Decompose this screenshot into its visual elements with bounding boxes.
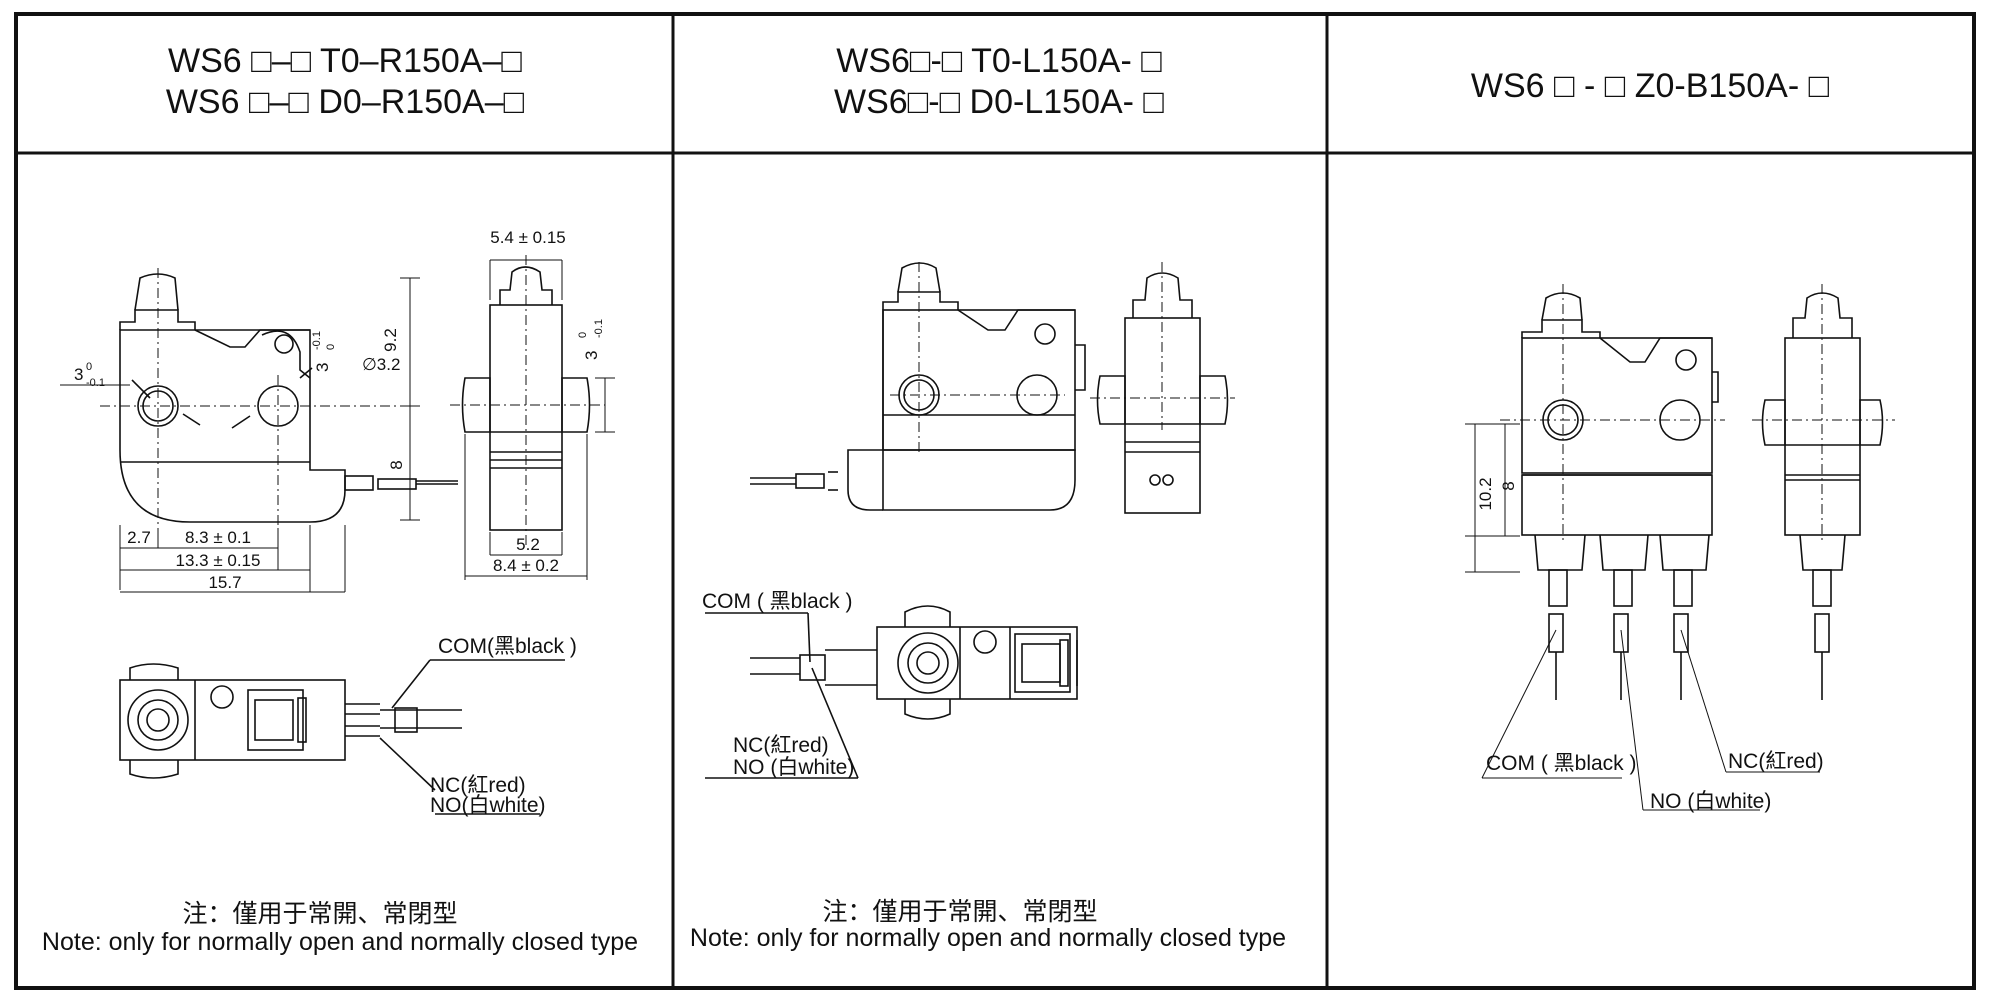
panel-1-side-view xyxy=(450,255,605,545)
dim-8-3: 8.3 ± 0.1 xyxy=(185,528,251,547)
panel-3-dimensions xyxy=(1465,423,1520,573)
header-panel-2: WS6□-□ T0-L150A- □ WS6□-□ D0-L150A- □ xyxy=(834,42,1164,121)
dim-tol-mid-3: 3 xyxy=(313,363,332,372)
dim-8-4: 8.4 ± 0.2 xyxy=(493,556,559,575)
panel-1-wire-nc: NC(紅red) xyxy=(430,774,526,797)
panel-2-side-view xyxy=(1090,262,1235,514)
dim-tol-left-sup: 0 xyxy=(86,361,92,373)
panel-1-wire-no: NO(白white) xyxy=(430,794,546,817)
header-panel-3: WS6 □ - □ Z0-B150A- □ xyxy=(1471,67,1830,105)
panel-3-leaders xyxy=(1481,629,1820,811)
panel-1-wire-com: COM(黑black ) xyxy=(438,635,577,658)
dim-tol-right-sup: 0 xyxy=(577,332,589,338)
panel-2-wire-com: COM ( 黑black ) xyxy=(702,590,853,613)
dim-tol-right-3: 3 xyxy=(582,351,601,360)
header-panel-1: WS6 □–□ T0–R150A–□ WS6 □–□ D0–R150A–□ xyxy=(166,42,525,121)
panel-1-dimensions xyxy=(60,259,615,593)
panel-2-title-line-2: WS6□-□ D0-L150A- □ xyxy=(834,83,1164,121)
dim-tol-left-sub: -0.1 xyxy=(86,377,105,389)
panel-3-wire-nc: NC(紅red) xyxy=(1728,750,1824,773)
panel-1-note-cn: 注：僅用于常開、常閉型 xyxy=(182,900,457,928)
panel-2-title-line-1: WS6□-□ T0-L150A- □ xyxy=(836,42,1162,80)
dim-13-3: 13.3 ± 0.15 xyxy=(176,551,261,570)
panel-1-drawing xyxy=(60,255,615,815)
panel-2-note-cn: 注：僅用于常開、常閉型 xyxy=(822,898,1097,926)
panel-3-side-view xyxy=(1752,284,1895,700)
dim-10-2: 10.2 xyxy=(1476,477,1495,510)
dim-5-2: 5.2 xyxy=(516,535,540,554)
panel-2-labels: COM ( 黑black ) NC(紅red) NO (白white) 注：僅用… xyxy=(690,590,1286,952)
panel-1-title-line-2: WS6 □–□ D0–R150A–□ xyxy=(166,83,525,121)
dim-15-7: 15.7 xyxy=(208,573,241,592)
panel-1-front-view xyxy=(100,268,458,528)
dim-hole-dia: ∅3.2 xyxy=(362,355,400,374)
panel-2-wire-nc: NC(紅red) xyxy=(733,734,829,757)
dim-2-7: 2.7 xyxy=(127,528,151,547)
panel-3-drawing xyxy=(1465,284,1895,811)
panel-1-bottom-view xyxy=(119,659,565,815)
panel-3-title: WS6 □ - □ Z0-B150A- □ xyxy=(1471,67,1830,105)
panel-2-bottom-view xyxy=(705,605,1078,779)
panel-1-title-line-1: WS6 □–□ T0–R150A–□ xyxy=(168,42,522,80)
panel-3-wire-com: COM ( 黑black ) xyxy=(1486,752,1637,775)
dim-9-2: 9.2 xyxy=(381,328,400,352)
dim-tol-left-3: 3 xyxy=(74,365,83,384)
panel-3-front-view xyxy=(1500,284,1725,700)
dim-tol-mid-sub: 0 xyxy=(325,344,337,350)
panel-2-front-view xyxy=(750,262,1086,511)
frame xyxy=(14,12,1976,990)
dim-8-panel-3: 8 xyxy=(1499,481,1518,490)
dim-8: 8 xyxy=(387,460,406,469)
panel-2-wire-no: NO (白white) xyxy=(733,756,854,779)
panel-3-wire-no: NO (白white) xyxy=(1650,790,1771,813)
dim-5-4: 5.4 ± 0.15 xyxy=(490,228,566,247)
panel-3-labels: 10.2 8 COM ( 黑black ) NO (白white) NC(紅re… xyxy=(1476,477,1824,813)
dim-tol-right-sub: -0.1 xyxy=(593,319,605,338)
panel-1-labels: 5.4 ± 0.15 ∅3.2 9.2 8 3 0 -0.1 3 -0.1 0 … xyxy=(42,228,638,956)
panel-1-note-en: Note: only for normally open and normall… xyxy=(42,928,638,956)
panel-2-note-en: Note: only for normally open and normall… xyxy=(690,924,1286,952)
dim-tol-mid-sup: -0.1 xyxy=(311,331,323,350)
panel-2-drawing xyxy=(705,262,1235,779)
